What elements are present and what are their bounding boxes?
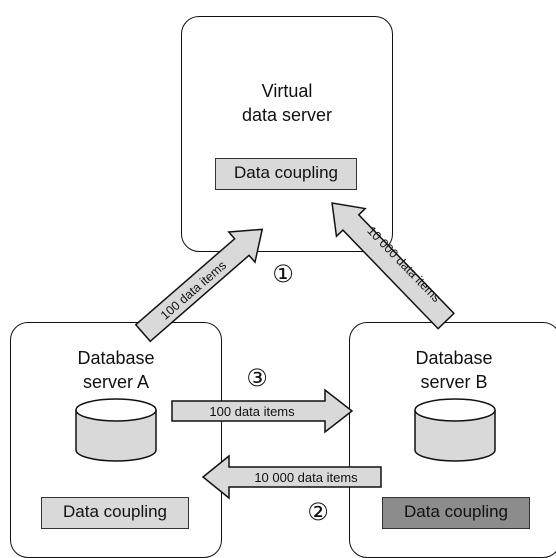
- arrow-b-to-a: 10 000 data items: [201, 454, 382, 500]
- arrow-a-to-b-label: 100 data items: [209, 404, 295, 419]
- arrow-a-to-virtual-label: 100 data items: [158, 258, 229, 322]
- server-a-title-line2: server A: [82, 372, 150, 392]
- server-b-title-line2: server B: [420, 372, 488, 392]
- arrow-b-to-virtual: 10 000 data items: [331, 202, 455, 330]
- marker-2: ②: [307, 499, 329, 526]
- server-a-title-line1: Database: [77, 348, 155, 368]
- server-b-title-line1: Database: [415, 348, 493, 368]
- virtual-server-data-coupling: Data coupling: [215, 158, 357, 190]
- marker-3: ③: [246, 365, 268, 392]
- virtual-server-title-line2: data server: [241, 105, 333, 125]
- virtual-server-title-line1: Virtual: [261, 81, 313, 101]
- arrow-b-to-a-label: 10 000 data items: [254, 470, 358, 485]
- server-b-data-coupling: Data coupling: [382, 497, 530, 529]
- arrow-a-to-virtual: 100 data items: [134, 228, 264, 343]
- database-a-cylinder-icon: [75, 398, 157, 462]
- server-a-data-coupling: Data coupling: [41, 497, 189, 529]
- marker-1: ①: [272, 261, 294, 288]
- arrow-a-to-b: 100 data items: [171, 388, 354, 434]
- database-b-cylinder-icon: [414, 398, 496, 462]
